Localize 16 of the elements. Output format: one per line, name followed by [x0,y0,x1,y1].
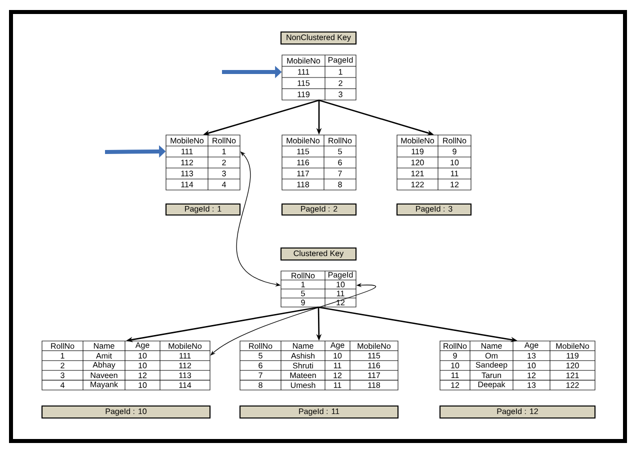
page-label: PageId : 3 [396,203,472,216]
key-label: PageId : 12 [439,405,596,419]
index-table: MobileNo RollNo 111 1 112 2 113 3 114 4 [166,134,240,190]
index-table: RollNo PageId 1 10 5 11 9 12 [280,270,356,308]
data-table: RollNo Name Age MobileNo 1 Amit 10 111 2 Abhay 10 112 3 Naveen 12 113 4 Mayank 10 114 [42,340,210,390]
key-label: PageId : 10 [41,405,211,419]
key-label: NonClustered Key [280,31,357,45]
index-table: MobileNo RollNo 119 9 120 10 121 11 122 12 [396,134,472,190]
data-table: RollNo Name Age MobileNo 5 Ashish 10 115 6 Shruti 11 116 7 Mateen 12 117 8 Umesh 11 118 [240,340,398,390]
page-label: PageId : 1 [165,203,241,216]
index-table: MobileNo RollNo 115 5 116 6 117 7 118 8 [282,134,356,190]
index-table: MobileNo PageId 111 1 115 2 119 3 [282,54,356,100]
key-label: PageId : 11 [239,405,399,419]
data-table: RollNo Name Age MobileNo 9 Om 13 119 10 Sandeep 10 120 11 Tarun 12 121 12 Deepak 13 122 [440,340,596,390]
key-label: Clustered Key [280,247,357,261]
page-label: PageId : 2 [281,203,357,216]
